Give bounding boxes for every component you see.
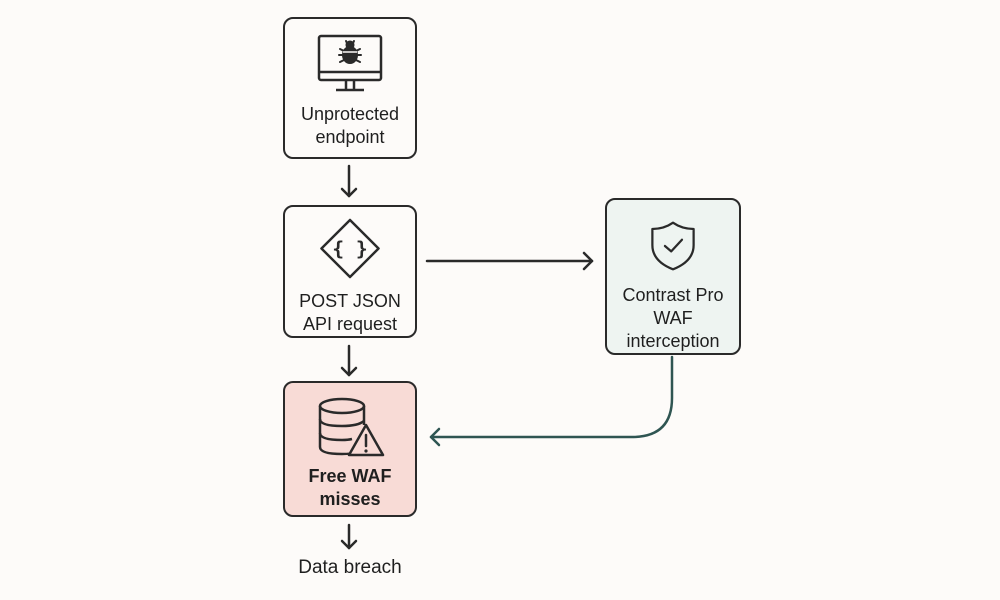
node-label: Unprotected endpoint (301, 103, 399, 149)
node-label: POST JSON API request (299, 290, 401, 336)
node-post-json-request: { } POST JSON API request (283, 205, 417, 338)
label-line: Contrast Pro (622, 285, 724, 305)
arrow-freewaf-to-breach (340, 523, 358, 550)
node-free-waf-misses: Free WAF misses (283, 381, 417, 517)
label-line: POST JSON (299, 291, 401, 311)
label-line: Free WAF (308, 466, 392, 486)
database-warning-icon (318, 397, 385, 457)
node-unprotected-endpoint: Unprotected endpoint (283, 17, 417, 159)
label-line: API request (302, 314, 398, 334)
arrow-request-to-contrast (425, 251, 594, 271)
node-label: Contrast Pro WAF interception (622, 284, 723, 353)
label-line: Unprotected (300, 104, 400, 124)
label-line: misses (319, 489, 381, 509)
label-line: WAF (653, 308, 693, 328)
arrow-contrast-to-freewaf (429, 355, 674, 447)
arrow-request-to-freewaf (340, 344, 358, 377)
shield-check-icon (651, 221, 695, 271)
node-label: Free WAF misses (308, 465, 391, 511)
arrow-endpoint-to-request (340, 164, 358, 198)
label-line: interception (626, 331, 720, 351)
label-line: endpoint (315, 127, 385, 147)
data-breach-label: Data breach (298, 557, 402, 578)
svg-text:{ }: { } (332, 237, 368, 260)
monitor-bug-icon (317, 34, 383, 92)
node-contrast-pro-waf: Contrast Pro WAF interception (605, 198, 741, 355)
json-braces-diamond-icon: { } (320, 218, 380, 279)
